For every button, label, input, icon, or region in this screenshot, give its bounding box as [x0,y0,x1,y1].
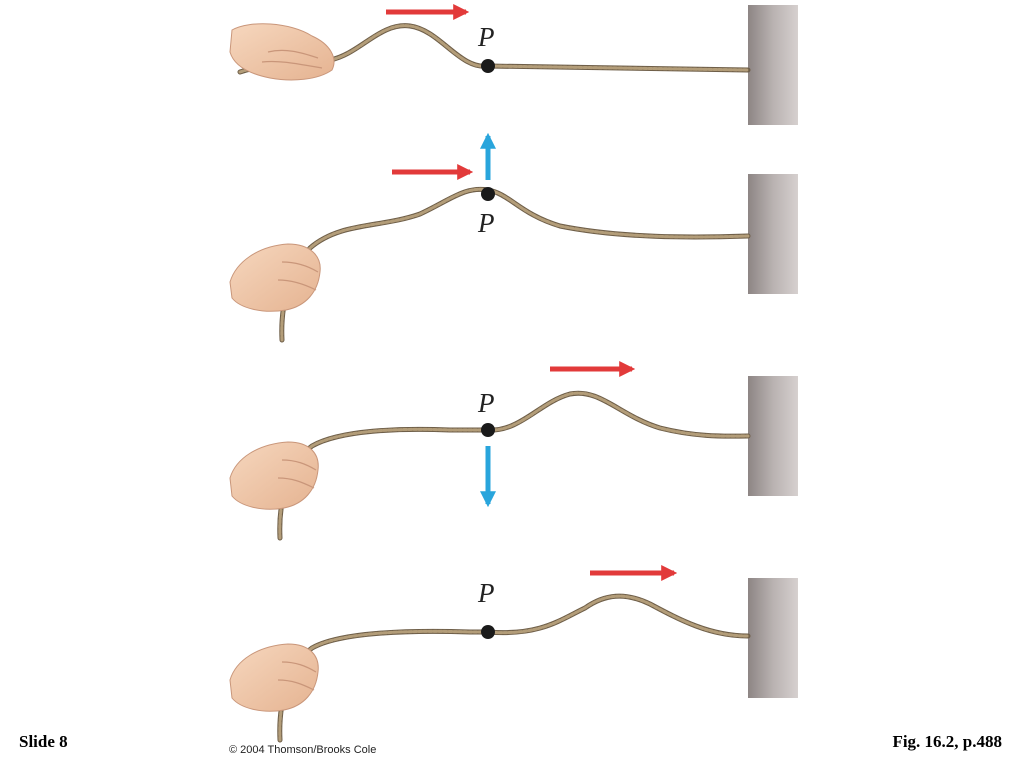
point-p-dot [481,423,495,437]
figure-reference: Fig. 16.2, p.488 [892,732,1002,751]
hand [229,243,321,312]
wall [748,174,798,294]
point-p-label: P [477,578,495,608]
panel-3: P [229,360,798,541]
hand [229,23,335,81]
panel-4: P [229,564,798,743]
panel-2: P [229,132,798,343]
hand [229,643,319,712]
point-p-dot [481,625,495,639]
slide-number: Slide 8 [19,732,68,751]
point-p-label: P [477,208,495,238]
rope [277,593,751,743]
point-p-label: P [477,22,495,52]
hand [229,441,319,510]
panel-1: P [229,3,798,125]
point-p-dot [481,59,495,73]
point-p-label: P [477,388,495,418]
wall [748,5,798,125]
copyright-notice: © 2004 Thomson/Brooks Cole [229,744,377,756]
wall [748,578,798,698]
wall [748,376,798,496]
point-p-dot [481,187,495,201]
rope [277,390,751,541]
rope [279,186,751,343]
